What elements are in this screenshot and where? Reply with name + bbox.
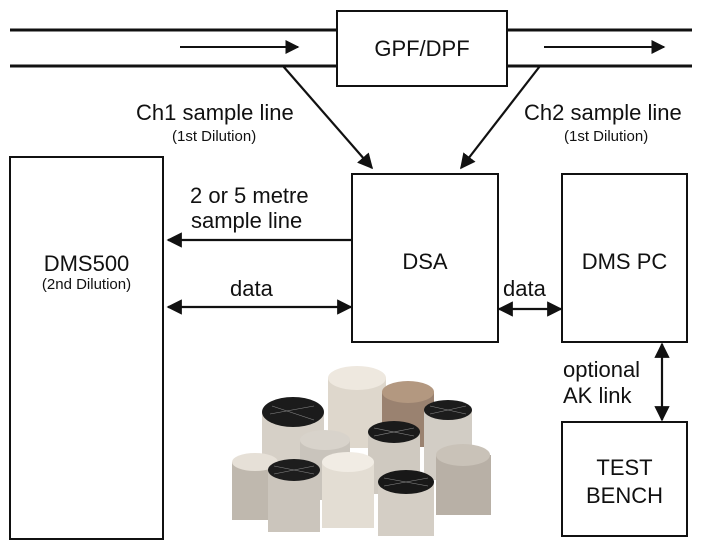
dsa-box: DSA — [351, 173, 499, 343]
dms-pc-box: DMS PC — [561, 173, 688, 343]
dms500-box: DMS500 (2nd Dilution) — [9, 156, 164, 540]
ch2-sample-arrow — [460, 65, 541, 170]
data-label-dms500: data — [230, 276, 273, 301]
filter-core — [268, 459, 320, 532]
ak-link-label-1: optional — [563, 357, 641, 382]
ak-link-label-2: AK link — [563, 383, 632, 408]
filter-core — [378, 470, 434, 536]
test-bench-line2: BENCH — [585, 483, 663, 508]
filter-core — [322, 452, 374, 528]
dms500-sublabel: (2nd Dilution) — [41, 276, 132, 293]
dsa-label: DSA — [402, 249, 448, 274]
test-bench-line1: TEST — [596, 455, 653, 480]
ch2-sublabel: (1st Dilution) — [564, 128, 649, 145]
sample-line-label-2: sample line — [191, 208, 303, 233]
sample-line-label-1: 2 or 5 metre — [190, 183, 309, 208]
ch1-sublabel: (1st Dilution) — [172, 128, 257, 145]
ch2-label: Ch2 sample line — [524, 100, 682, 125]
data-label-pc: data — [503, 276, 546, 301]
filter-core — [436, 444, 491, 515]
gpf-dpf-label: GPF/DPF — [374, 36, 470, 61]
filter-cores-photo — [232, 366, 491, 536]
test-bench-box: TEST BENCH — [561, 421, 688, 537]
filter-cell-grid — [269, 405, 467, 487]
dms500-label: DMS500 — [43, 251, 130, 276]
gpf-dpf-box: GPF/DPF — [336, 10, 508, 87]
dms-pc-label: DMS PC — [581, 249, 668, 274]
ch1-label: Ch1 sample line — [136, 100, 294, 125]
ch1-sample-arrow — [282, 65, 374, 170]
